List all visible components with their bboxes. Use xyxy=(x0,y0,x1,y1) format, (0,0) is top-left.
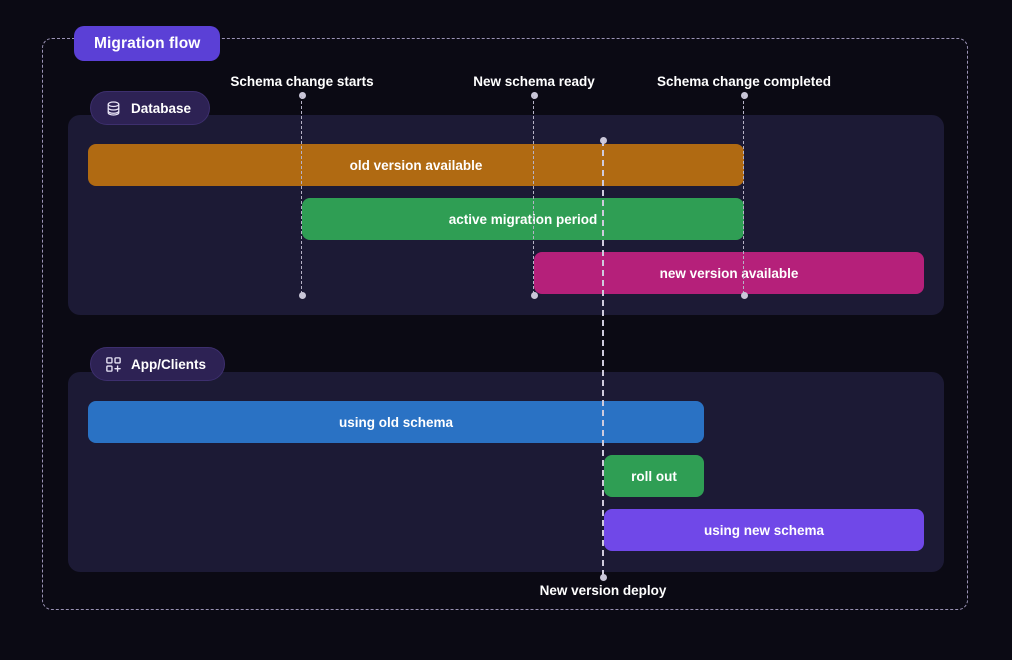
diagram-frame xyxy=(42,38,968,610)
timeline-bar-label: active migration period xyxy=(448,211,598,227)
marker-dot-bottom xyxy=(298,292,306,299)
timeline-bar-label: using new schema xyxy=(703,522,825,538)
timeline-bar[interactable]: active migration period xyxy=(302,198,744,240)
marker-dot-top xyxy=(298,92,306,99)
timeline-bar[interactable]: roll out xyxy=(604,455,704,497)
timeline-bar-label: new version available xyxy=(659,265,799,281)
lane-label-app-clients: App/Clients xyxy=(90,347,226,381)
marker-dot-top xyxy=(530,92,538,99)
timeline-bar[interactable]: old version available xyxy=(88,144,744,186)
page-title: Migration flow xyxy=(94,34,201,52)
marker-dot-top xyxy=(740,92,748,99)
marker-dot-bottom xyxy=(599,574,607,581)
marker-dot-bottom xyxy=(530,292,538,299)
marker-line xyxy=(743,96,745,294)
marker-line xyxy=(602,140,604,576)
database-icon xyxy=(105,100,122,117)
diagram-title-badge: Migration flow xyxy=(74,26,221,61)
marker-line xyxy=(533,96,535,294)
marker-label: Schema change completed xyxy=(656,74,832,89)
timeline-bar[interactable]: using old schema xyxy=(88,401,704,443)
timeline-bar-label: roll out xyxy=(631,468,677,484)
marker-label: Schema change starts xyxy=(230,74,374,89)
lane-label-text: Database xyxy=(131,100,192,116)
marker-label: New schema ready xyxy=(473,74,595,89)
deploy-caption: New version deploy xyxy=(539,583,667,598)
lane-label-text: App/Clients xyxy=(131,356,207,372)
timeline-bar[interactable]: using new schema xyxy=(604,509,924,551)
apps-add-icon xyxy=(105,356,122,373)
timeline-bar-label: old version available xyxy=(349,157,483,173)
marker-dot-bottom xyxy=(740,292,748,299)
marker-line xyxy=(301,96,303,294)
lane-label-database: Database xyxy=(90,91,211,125)
timeline-bar-label: using old schema xyxy=(338,414,454,430)
timeline-bar[interactable]: new version available xyxy=(534,252,924,294)
